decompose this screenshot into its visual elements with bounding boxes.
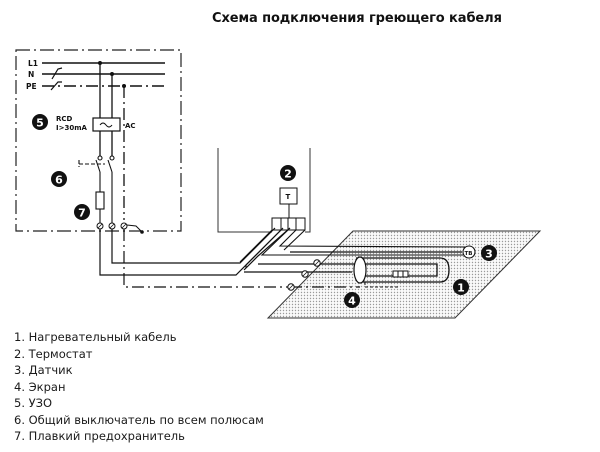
pe-label: PE (26, 82, 37, 91)
sensor-label: TB (465, 251, 473, 257)
rcd-device (92, 117, 121, 132)
thermostat-wall (217, 148, 311, 233)
legend-item: 6. Общий выключатель по всем полюсам (14, 412, 264, 427)
legend-item: 5. УЗО (14, 396, 53, 410)
badge-1: 1 (453, 279, 469, 295)
legend-item: 1. Нагревательный кабель (14, 330, 177, 344)
wiring-diagram: L1 N PE AC RCD I>30mA (15, 49, 542, 319)
badge-6: 6 (51, 171, 67, 187)
svg-text:2: 2 (284, 168, 292, 181)
ac-label: AC (125, 122, 136, 130)
rcd-current-label: I>30mA (56, 124, 88, 132)
main-switch (78, 155, 115, 223)
badge-3: 3 (481, 245, 497, 261)
svg-text:5: 5 (36, 117, 44, 130)
n-label: N (28, 70, 34, 79)
svg-text:4: 4 (348, 295, 356, 308)
badge-2: 2 (280, 165, 296, 181)
temperature-sensor (462, 245, 476, 259)
svg-text:7: 7 (78, 207, 86, 220)
fuse (95, 191, 105, 210)
badge-5: 5 (32, 114, 48, 130)
thermostat-label: T (286, 193, 291, 201)
legend-list: 1. Нагревательный кабель 2. Термостат 3.… (14, 329, 264, 445)
badge-7: 7 (74, 204, 90, 220)
thermostat (279, 187, 298, 205)
diagram-title: Схема подключения греющего кабеля (212, 11, 502, 26)
legend-item: 7. Плавкий предохранитель (14, 429, 185, 443)
svg-text:3: 3 (485, 248, 493, 261)
svg-text:6: 6 (55, 174, 63, 187)
svg-text:1: 1 (457, 282, 465, 295)
cable-shield (353, 256, 367, 284)
legend-item: 4. Экран (14, 379, 66, 394)
l1-label: L1 (28, 59, 38, 68)
badge-4: 4 (344, 292, 360, 308)
legend-item: 3. Датчик (14, 363, 73, 377)
legend-item: 2. Термостат (14, 346, 93, 361)
bus-lines (42, 62, 165, 87)
rcd-label: RCD (56, 115, 73, 123)
distribution-panel (15, 49, 182, 232)
